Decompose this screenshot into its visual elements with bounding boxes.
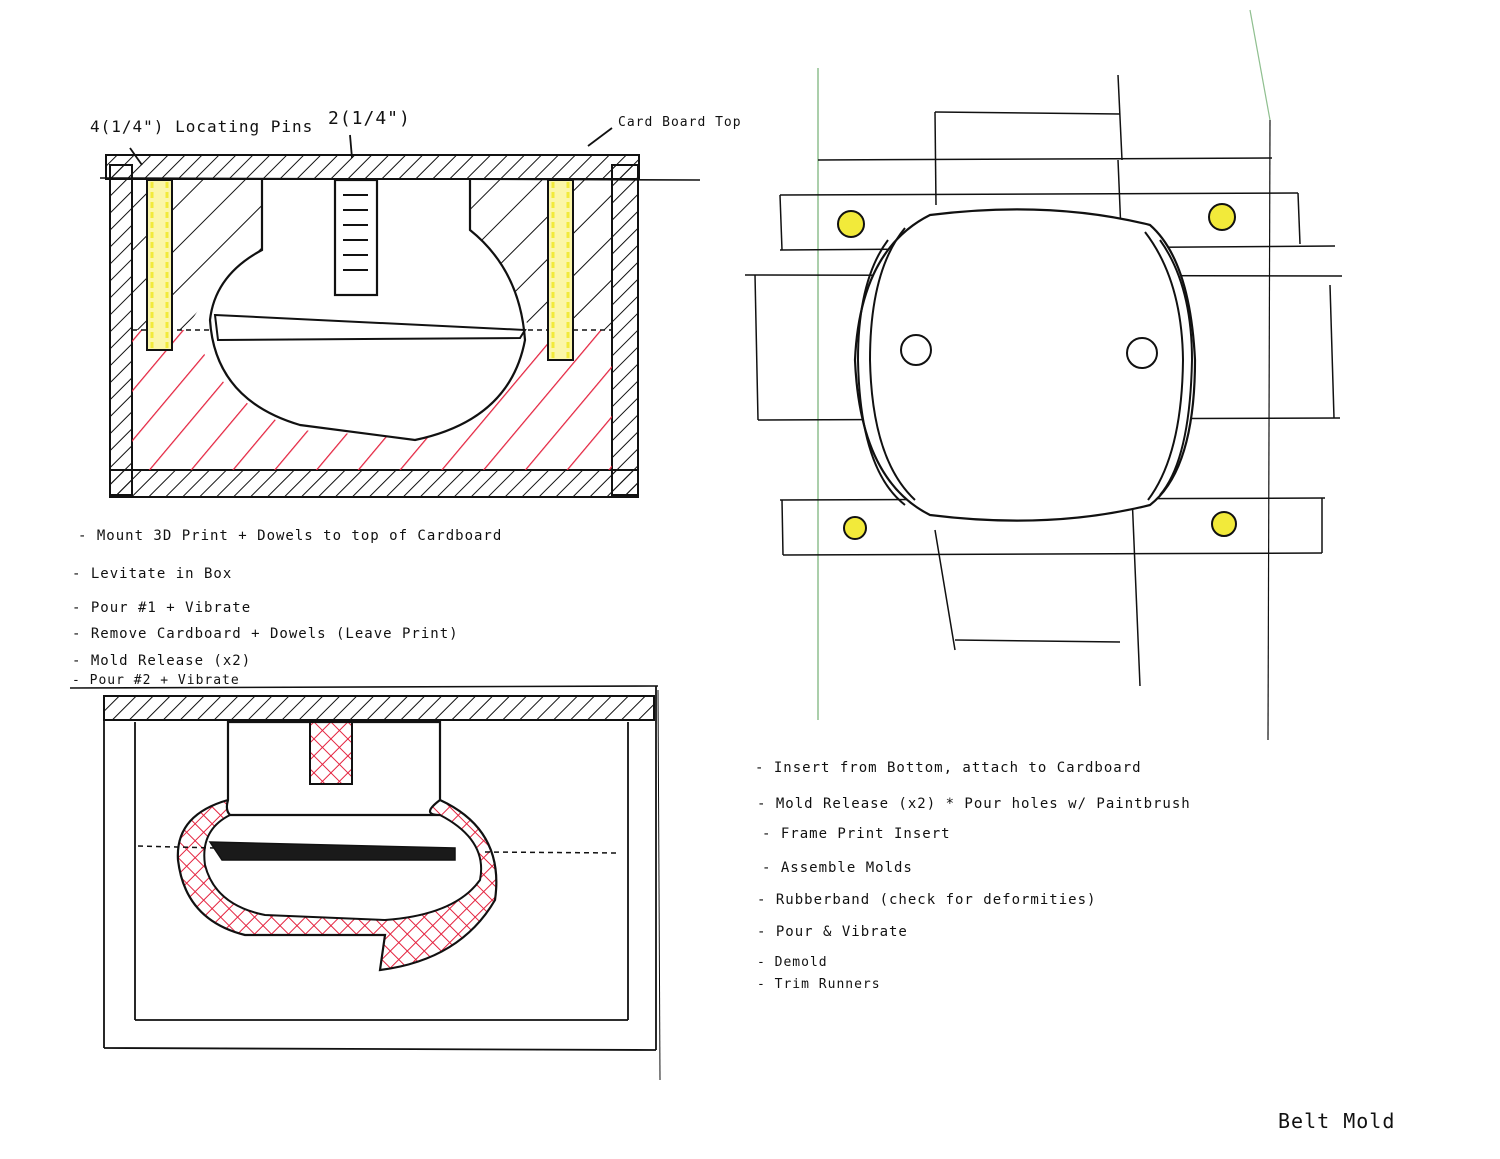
pin-top-right bbox=[1208, 203, 1236, 231]
label-dowels: 2(1/4") bbox=[328, 108, 411, 129]
step-right-3: - Frame Print Insert bbox=[762, 826, 951, 842]
pin-top-left bbox=[837, 210, 865, 238]
step-left-4: - Remove Cardboard + Dowels (Leave Print… bbox=[72, 626, 459, 642]
step-left-3: - Pour #1 + Vibrate bbox=[72, 600, 251, 616]
label-cardboard-top: Card Board Top bbox=[618, 115, 742, 130]
step-right-7: - Demold bbox=[757, 955, 828, 970]
label-locating-pins: 4(1/4") Locating Pins bbox=[90, 117, 313, 136]
step-left-6: - Pour #2 + Vibrate bbox=[72, 673, 240, 688]
step-right-8: - Trim Runners bbox=[757, 977, 881, 992]
step-left-2: - Levitate in Box bbox=[72, 566, 232, 582]
sheet-title: Belt Mold bbox=[1278, 1109, 1395, 1133]
steps-right-list: - Insert from Bottom, attach to Cardboar… bbox=[755, 760, 1191, 992]
step-right-2: - Mold Release (x2) * Pour holes w/ Pain… bbox=[757, 796, 1191, 812]
step-right-4: - Assemble Molds bbox=[762, 860, 913, 876]
section-view-pour-1 bbox=[99, 127, 701, 498]
step-left-5: - Mold Release (x2) bbox=[72, 653, 251, 669]
step-left-1: - Mount 3D Print + Dowels to top of Card… bbox=[78, 528, 502, 544]
steps-left-list: - Mount 3D Print + Dowels to top of Card… bbox=[72, 528, 502, 688]
step-right-5: - Rubberband (check for deformities) bbox=[757, 892, 1096, 908]
step-right-6: - Pour & Vibrate bbox=[757, 924, 908, 940]
plan-view-frame-insert bbox=[744, 9, 1343, 741]
pin-bottom-right bbox=[1211, 511, 1237, 537]
section-view-pour-2 bbox=[69, 685, 661, 1081]
pin-bottom-left bbox=[843, 516, 867, 540]
step-right-1: - Insert from Bottom, attach to Cardboar… bbox=[755, 760, 1142, 776]
